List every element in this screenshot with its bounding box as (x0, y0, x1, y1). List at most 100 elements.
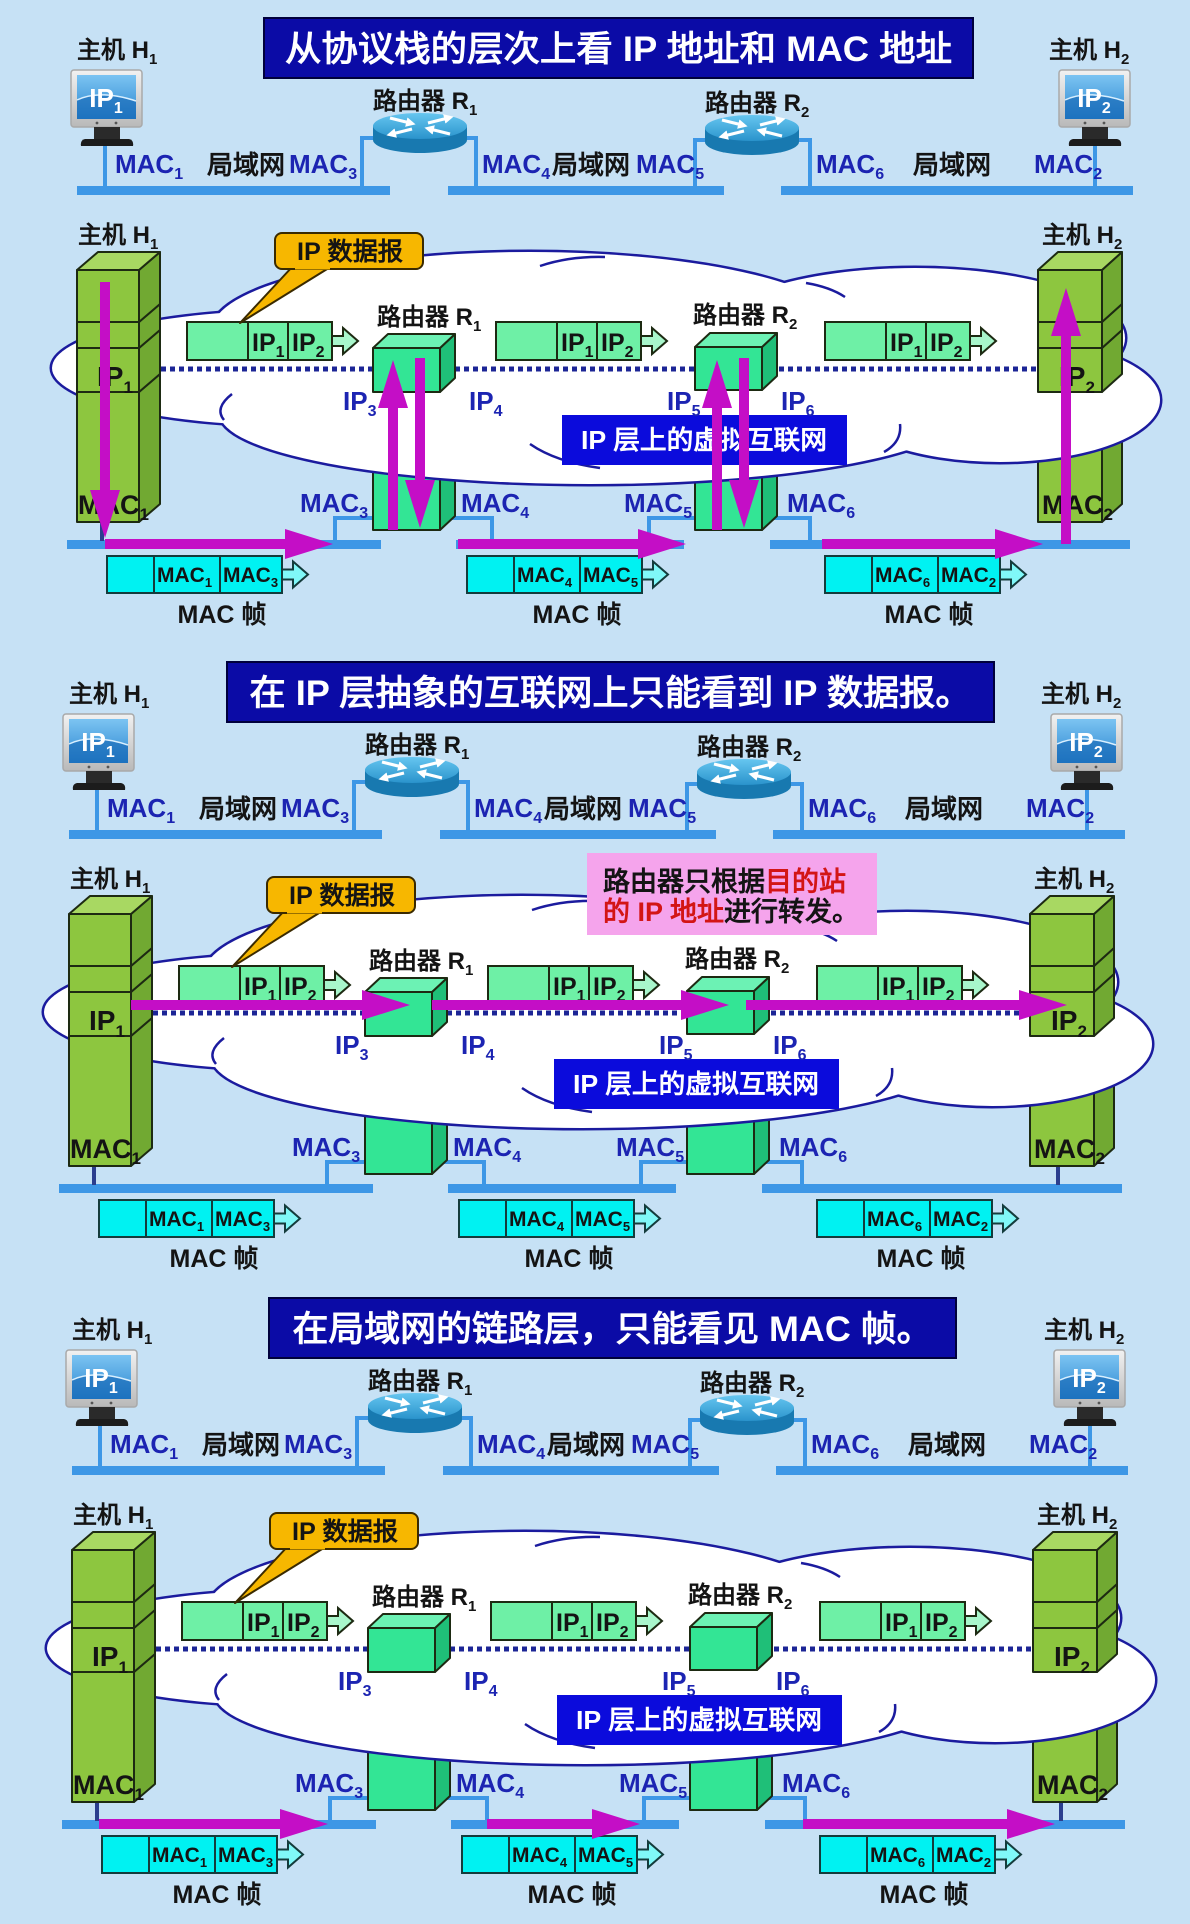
monitor-screen-highlight (76, 94, 137, 102)
note-text: 路由器只根据 (603, 866, 765, 897)
flow-arrow-lan-1 (105, 529, 333, 559)
datagram-destination-address-subscript: 2 (620, 1624, 629, 1641)
monitor-button (90, 1401, 94, 1405)
cloud-crease (524, 1722, 596, 1750)
frame-destination-address: MAC2 (941, 564, 996, 590)
lan-segment-bar (776, 1466, 1128, 1475)
router-arrow-icon (419, 758, 446, 769)
host-h2-protocol-stack: IP2 (1029, 895, 1115, 1041)
frame-source-address-text: MAC (512, 1844, 560, 1867)
datagram-destination-address: IP2 (930, 329, 963, 361)
host-h1-application-layer-box (76, 251, 161, 323)
flow-arrow-r2-down (729, 358, 759, 528)
router-r2-left-mac-label-subscript: 5 (683, 505, 692, 522)
note-highlight-text: 的 IP 地址 (603, 896, 724, 927)
mac-address-label-text: MAC (474, 793, 533, 823)
cloud-crease (521, 1086, 593, 1114)
datagram-destination-address: IP2 (922, 973, 955, 1005)
router-r2-right-mac-label-text: MAC (779, 1132, 838, 1162)
frame-source-address-text: MAC (149, 1208, 197, 1231)
panel-title-text: 在 IP 层抽象的互联网上只能看到 IP 数据报。 (250, 674, 972, 713)
flow-arrow-r1-up (378, 360, 408, 530)
lan-segment-bar (781, 186, 1133, 195)
virtual-internet-label-background (557, 1695, 842, 1745)
frame-payload (98, 1199, 147, 1238)
router-r1-icon (365, 757, 459, 797)
router-r1-left-mac-label-text: MAC (295, 1768, 354, 1798)
router-r2-ip-layer-box (689, 1612, 773, 1671)
router-r2-left-mac-label-text: MAC (616, 1132, 675, 1162)
router-cylinder-top (705, 115, 799, 141)
callout-text-text: IP 数据报 (289, 882, 395, 910)
data-flow-arrows (131, 990, 1067, 1020)
host-h2-label: 主机 H2 (1049, 37, 1129, 68)
frame-destination-field (214, 1835, 278, 1874)
datagram-source-address: IP1 (561, 329, 594, 361)
mac-address-label-text: MAC (808, 793, 867, 823)
direction-arrow-icon (999, 559, 1028, 590)
box-top-face (694, 332, 778, 348)
datagram-destination-field (925, 321, 971, 361)
datagram-source-address: IP1 (553, 973, 586, 1005)
box-front-face (367, 1627, 436, 1673)
router-r2-label-text: 路由器 R (685, 945, 781, 973)
router-r1-left-ip-label: IP3 (338, 1666, 372, 1700)
lan-label: 局域网 (207, 150, 285, 180)
monitor-neck (94, 127, 120, 139)
callout-box (274, 232, 424, 270)
datagram-destination-address: IP2 (292, 329, 325, 361)
mac-address-label: MAC3 (284, 1429, 352, 1463)
datagram-payload (490, 1601, 553, 1641)
router-r1-label-subscript: 1 (473, 318, 481, 335)
box-top-face (367, 1613, 451, 1629)
mac-address-label-text: MAC (289, 149, 348, 179)
host-h2-label-text: 主机 H (1034, 866, 1106, 893)
router-r1-right-ip-label: IP4 (469, 386, 503, 420)
note-text: 进行转发。 (724, 896, 859, 927)
panel-title-text: 在局域网的链路层，只能看见 MAC 帧。 (293, 1310, 933, 1349)
frame-destination-address-subscript: 3 (271, 575, 278, 590)
router-lan-link (448, 516, 494, 542)
note-line: 路由器只根据目的站 (603, 866, 846, 897)
frame-source-address-text: MAC (152, 1844, 200, 1867)
mac-address-label: MAC5 (628, 793, 696, 827)
router-arrow-icon (381, 760, 408, 771)
mac-frame-caption: MAC 帧 (880, 1881, 969, 1909)
router-arrow-icon (713, 762, 740, 773)
router-r2-label: 路由器 R2 (697, 733, 801, 765)
host-lan-link (1056, 1164, 1060, 1185)
monitor-button (1094, 765, 1098, 769)
host-h2-label-text: 主机 H (1037, 1502, 1109, 1529)
host-h2-label: 主机 H2 (1041, 681, 1121, 712)
datagram-payload (181, 1601, 244, 1641)
box-top-face (689, 1612, 773, 1628)
box-front-face (71, 1601, 135, 1629)
host-h2-label: 主机 H2 (1037, 1502, 1117, 1533)
monitor-screen-highlight (71, 1374, 132, 1382)
mac-frame-caption: MAC 帧 (178, 601, 267, 629)
panel-title-banner: 在 IP 层抽象的互联网上只能看到 IP 数据报。 (226, 661, 995, 723)
datagram-destination-address-text: IP (922, 973, 946, 1001)
direction-arrow-icon (969, 325, 998, 357)
host-h1-label: 主机 H1 (77, 37, 157, 68)
datagram-destination-address-text: IP (593, 973, 617, 1001)
host-h1-label: 主机 H1 (69, 681, 149, 712)
router-r2-label-text: 路由器 R (705, 89, 801, 117)
datagram-payload (178, 965, 241, 1005)
mac-frame-caption-text: MAC 帧 (525, 1245, 614, 1273)
mac-address-label-subscript: 5 (687, 810, 696, 827)
datagram-source-address-text: IP (882, 973, 906, 1001)
frame-destination-address-subscript: 3 (263, 1219, 270, 1234)
host-h1-label-text: 主机 H (69, 681, 141, 708)
router-r1-label: 路由器 R1 (373, 87, 477, 119)
datagram-source-address: IP1 (244, 973, 277, 1005)
host-h1-mac-label: MAC1 (70, 1134, 141, 1168)
panel-title-text: 从协议栈的层次上看 IP 地址和 MAC 地址 (285, 30, 952, 69)
router-r1-right-mac-label-text: MAC (453, 1132, 512, 1162)
datagram-payload (495, 321, 558, 361)
